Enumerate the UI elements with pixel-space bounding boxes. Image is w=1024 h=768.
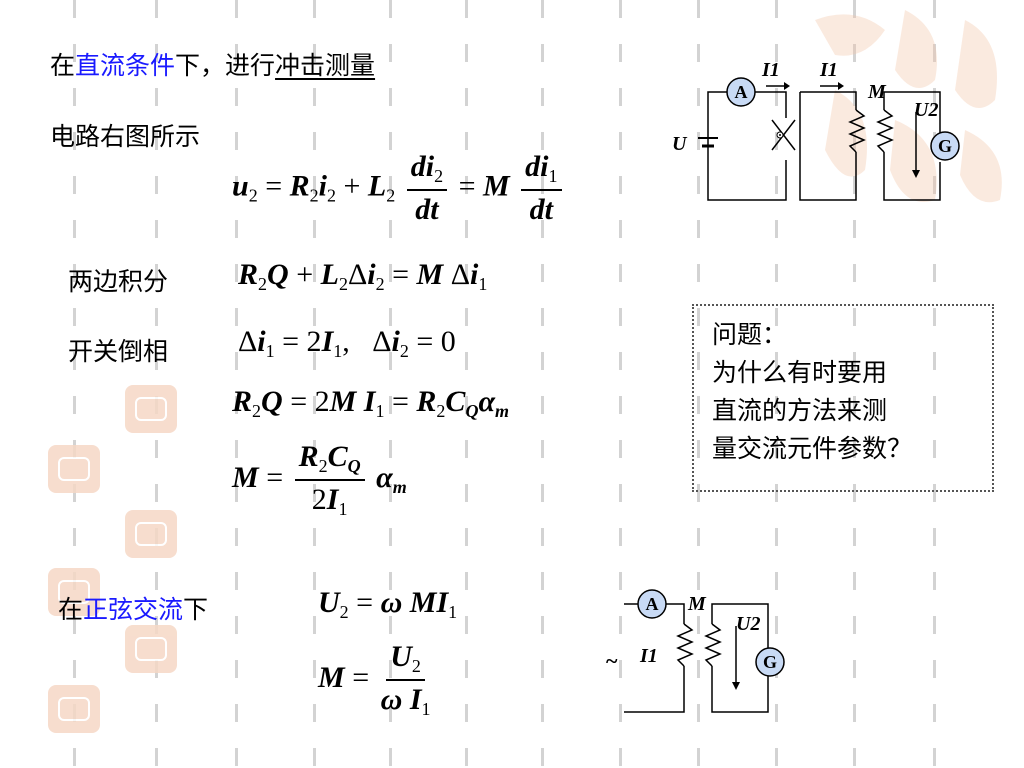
galvanometer-label: G (938, 136, 952, 156)
background-guide (73, 0, 76, 768)
ac-condition-text: 正弦交流 (83, 595, 184, 624)
ammeter-label: A (646, 594, 659, 614)
section-heading-ac: 在正弦交流下 (58, 590, 208, 626)
background-guide (619, 0, 622, 768)
ac-source-icon: ~ (606, 648, 618, 673)
secondary-voltage-label: U2 (736, 613, 760, 635)
question-line: 量交流元件参数？ (712, 434, 913, 463)
background-guide (313, 0, 316, 768)
current-label: I1 (639, 645, 658, 667)
watermark-seal (48, 685, 100, 733)
background-guide (697, 0, 700, 768)
background-guide (389, 0, 392, 768)
galvanometer-icon (755, 647, 785, 677)
step-switch-label: 开关倒相 (68, 337, 169, 366)
ac-suffix: 下 (183, 595, 209, 624)
ammeter-icon (637, 589, 667, 619)
watermark-seal (125, 625, 177, 673)
heading-mid: 下，进行 (175, 51, 276, 80)
measurement-method-text: 冲击测量 (275, 51, 376, 80)
source-voltage-label: U (672, 133, 688, 155)
background-guide (775, 0, 778, 768)
background-guide (465, 0, 468, 768)
dc-condition-text: 直流条件 (75, 51, 176, 80)
mutual-inductance-label: M (687, 593, 707, 615)
question-line: 为什么有时要用 (712, 358, 888, 387)
equation-ac-voltage: U2 = ω MI1 (318, 586, 458, 622)
dc-circuit-diagram: A G U I1 I1 M U2 (672, 59, 960, 201)
background-guide (155, 0, 158, 768)
equation-switch: Δi1 = 2I1, Δi2 = 0 (238, 325, 456, 361)
background-guide (541, 0, 544, 768)
step-integrate-label: 两边积分 (68, 267, 169, 296)
equation-integrated: R2Q + L2Δi2 = M Δi1 (238, 258, 488, 294)
mutual-inductance-label: M (867, 81, 887, 103)
watermark-seal (125, 385, 177, 433)
current-label: I1 (819, 59, 838, 81)
watermark-seal (795, 0, 1024, 215)
galvanometer-label: G (763, 652, 777, 672)
watermark-seal (125, 510, 177, 558)
current-label: I1 (761, 59, 780, 81)
question-line: 直流的方法来测 (712, 396, 888, 425)
question-title: 问题： (712, 320, 788, 349)
watermark-seal (48, 445, 100, 493)
watermark-seal (48, 568, 100, 616)
ammeter-icon (726, 77, 756, 107)
background-guide (235, 0, 238, 768)
section-heading-dc: 在直流条件下，进行冲击测量 (50, 46, 375, 82)
ac-circuit-diagram: A G M U2 I1 ~ (606, 589, 785, 713)
background-guide (933, 0, 936, 768)
background-guide (853, 0, 856, 768)
ammeter-label: A (735, 82, 748, 102)
question-box: 问题： 为什么有时要用 直流的方法来测 量交流元件参数？ (692, 304, 994, 492)
circuit-note: 电路右图所示 (50, 122, 201, 151)
secondary-voltage-label: U2 (914, 99, 938, 121)
galvanometer-icon (930, 131, 960, 161)
ac-prefix: 在 (58, 595, 84, 624)
equation-charge: R2Q = 2M I1 = R2CQαm (232, 385, 510, 421)
heading-prefix: 在 (50, 51, 76, 80)
